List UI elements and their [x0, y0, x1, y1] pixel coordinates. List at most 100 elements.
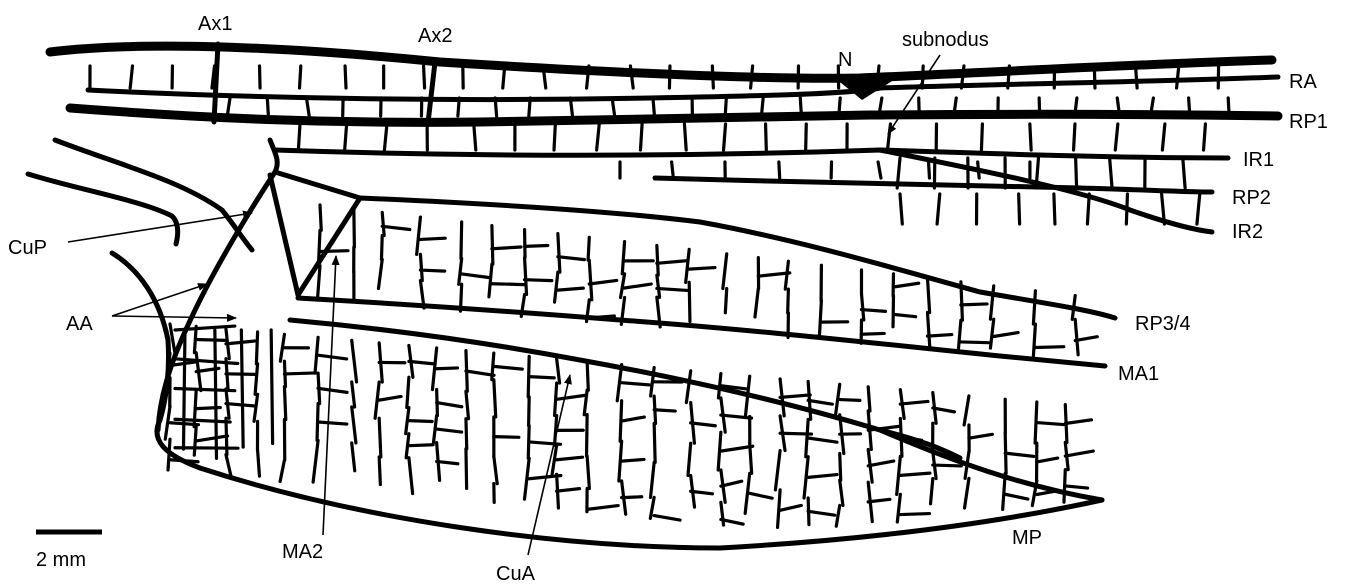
crossvein — [260, 66, 261, 88]
crossvein — [1126, 194, 1127, 224]
crossvein — [306, 98, 309, 116]
crossvein — [672, 162, 674, 178]
crossvein — [461, 222, 462, 258]
crossvein — [958, 320, 961, 351]
crossvein — [557, 395, 586, 399]
crossvein — [494, 456, 497, 483]
crossvein — [1035, 347, 1063, 348]
crossvein — [597, 124, 600, 150]
crossvein — [474, 124, 476, 150]
rp34-vein — [360, 198, 1115, 318]
crossvein — [1075, 337, 1097, 341]
crossvein — [688, 443, 691, 475]
crossvein — [1074, 124, 1075, 150]
crossvein — [1003, 474, 1006, 510]
crossvein — [409, 458, 413, 494]
crossvein — [320, 251, 348, 252]
crossvein — [437, 429, 462, 432]
crossvein — [840, 480, 843, 505]
crossvein — [839, 98, 840, 116]
crossvein — [241, 330, 243, 447]
label-rp1: RP1 — [1289, 111, 1328, 133]
crossvein — [1008, 66, 1010, 88]
crossvein — [978, 162, 980, 178]
crossvein — [420, 238, 445, 239]
aa-pointer-lower — [112, 316, 236, 318]
crossvein — [900, 401, 928, 404]
crossvein — [965, 452, 969, 479]
crossvein — [168, 439, 170, 470]
crossvein — [654, 410, 675, 411]
crossvein — [745, 376, 749, 416]
crossvein — [417, 217, 421, 254]
crossvein — [723, 254, 727, 289]
crossvein — [589, 280, 616, 284]
crossvein — [525, 258, 527, 295]
crossvein — [1065, 420, 1091, 424]
crossvein — [1054, 194, 1055, 224]
crossvein — [382, 212, 384, 235]
crossvein — [503, 66, 505, 88]
label-ra: RA — [1289, 71, 1317, 93]
crossvein — [529, 377, 554, 378]
crossvein — [893, 283, 918, 287]
crossvein — [657, 261, 688, 264]
crossvein — [384, 124, 387, 150]
crossvein — [587, 415, 588, 456]
crossvein — [622, 459, 644, 461]
crossvein — [766, 124, 767, 150]
crossvein — [780, 395, 810, 397]
crossvein — [420, 270, 444, 271]
crossvein — [897, 494, 900, 522]
crossvein — [862, 294, 864, 320]
crossvein — [130, 66, 132, 88]
crossvein — [931, 479, 933, 504]
crossvein — [779, 162, 780, 178]
crossvein — [554, 124, 555, 150]
crossvein — [558, 288, 583, 290]
crossvein — [345, 124, 347, 150]
crossvein — [725, 289, 726, 313]
crossvein — [352, 443, 355, 471]
crossvein — [300, 66, 301, 88]
crossvein — [878, 162, 881, 178]
ax2-crossvein — [428, 62, 435, 123]
crossvein — [933, 465, 961, 466]
crossvein — [990, 286, 993, 319]
crossvein — [1005, 453, 1033, 456]
crossvein — [557, 489, 580, 492]
crossvein — [378, 259, 382, 288]
crossvein — [284, 387, 285, 420]
label-subnodus: subnodus — [902, 29, 989, 51]
crossvein — [961, 304, 987, 305]
crossvein — [1177, 66, 1179, 88]
crossvein — [352, 382, 355, 407]
crossvein — [437, 368, 458, 369]
crossvein — [922, 66, 923, 88]
crossvein — [529, 98, 530, 116]
crossvein — [937, 194, 940, 224]
crossvein — [622, 417, 645, 421]
label-cup: CuP — [8, 237, 47, 259]
rp1-vein — [70, 108, 1278, 122]
crossvein — [900, 514, 929, 515]
crossvein — [1075, 319, 1078, 354]
arculus-vein — [270, 140, 277, 172]
crossvein — [1065, 451, 1093, 456]
ir1-vein — [275, 150, 1228, 158]
crossvein — [724, 124, 726, 150]
crossvein — [1189, 98, 1190, 116]
crossvein — [557, 359, 560, 383]
crossvein — [381, 236, 382, 260]
crossvein — [653, 98, 654, 116]
crossvein — [489, 264, 492, 297]
crossvein — [587, 456, 589, 489]
crossvein — [317, 266, 320, 300]
crossvein — [318, 422, 347, 424]
crossvein — [407, 377, 409, 407]
crossvein — [927, 335, 951, 337]
crossvein — [529, 397, 530, 426]
crossvein — [494, 366, 523, 369]
crossvein — [589, 260, 592, 300]
crossvein — [836, 505, 839, 526]
